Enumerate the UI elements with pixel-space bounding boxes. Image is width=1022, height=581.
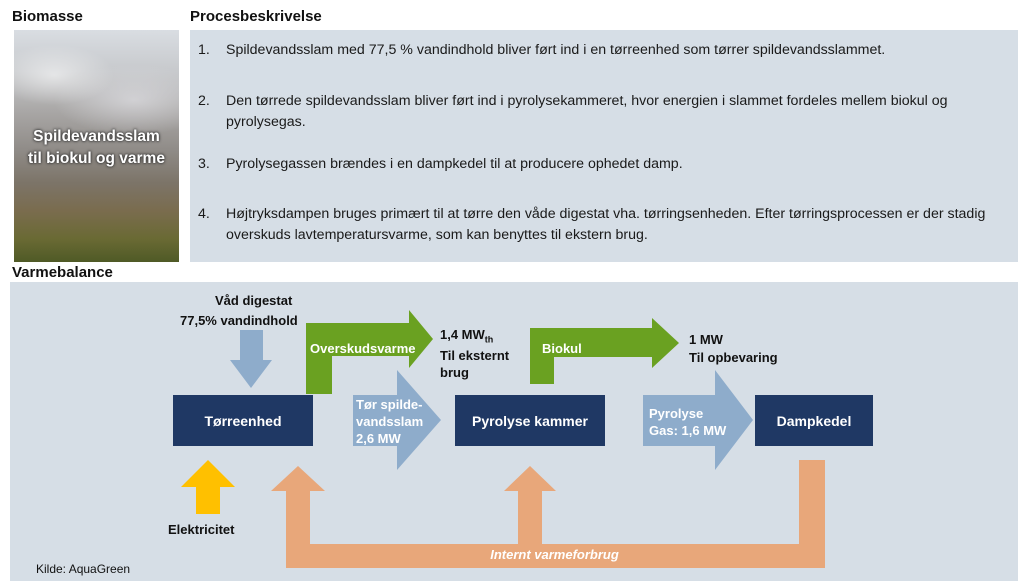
- step-text: Spildevandsslam med 77,5 % vandindhold b…: [226, 42, 886, 58]
- water-content-label: 77,5% vandindhold: [180, 313, 298, 328]
- excess-heat-label: Overskudsvarme: [310, 341, 416, 356]
- pyrolysis-gas-line1: Pyrolyse: [649, 406, 704, 421]
- procesbeskrivelse-heading: Procesbeskrivelse: [190, 8, 322, 25]
- excess-heat-mw: 1,4 MW: [440, 327, 485, 342]
- internal-heat-loop: [271, 460, 825, 568]
- biomasse-heading: Biomasse: [12, 8, 83, 25]
- dry-sludge-arrow: [353, 370, 441, 470]
- step-number: 2.: [198, 93, 210, 109]
- electricity-arrow: [181, 460, 235, 514]
- box-steam-boiler: Dampkedel: [755, 395, 873, 446]
- excess-heat-dest-1: Til eksternt: [440, 348, 510, 363]
- pyrolysis-gas-arrow: [643, 370, 753, 470]
- excess-heat-value: 1,4 MWth: [440, 326, 493, 349]
- excess-heat-arrow: [306, 310, 433, 394]
- source-label: Kilde: AquaGreen: [36, 562, 131, 576]
- dry-sludge-line1: Tør spilde-: [356, 397, 423, 412]
- process-description-panel: 1. Spildevandsslam med 77,5 % vandindhol…: [190, 30, 1018, 262]
- sludge-photo: Spildevandsslam til biokul og varme: [14, 30, 179, 262]
- wet-digestate-arrow: [230, 330, 272, 388]
- electricity-label: Elektricitet: [168, 522, 235, 537]
- step-text: Højtryksdampen bruges primært til at tør…: [226, 206, 986, 243]
- dry-sludge-line2: vandsslam: [356, 414, 424, 429]
- dry-sludge-line3: 2,6 MW: [356, 431, 401, 446]
- step-text: Pyrolysegassen brændes i en dampkedel ti…: [226, 156, 683, 172]
- box-dryer: Tørreenhed: [173, 395, 313, 446]
- excess-heat-dest-2: brug: [440, 365, 469, 380]
- photo-caption: Spildevandsslam til biokul og varme: [14, 126, 179, 170]
- pyrolysis-gas-line2: Gas: 1,6 MW: [649, 423, 727, 438]
- wet-digestate-line1: Våd digestat: [215, 293, 293, 308]
- photo-caption-line2: til biokul og varme: [28, 150, 165, 167]
- step-number: 4.: [198, 206, 210, 222]
- biochar-value: 1 MW: [689, 332, 723, 347]
- excess-heat-subscript: th: [484, 334, 494, 345]
- wet-digestate-label: Våd digestat: [215, 292, 292, 309]
- photo-caption-line1: Spildevandsslam: [33, 128, 160, 145]
- step-text: Den tørrede spildevandsslam bliver ført …: [226, 93, 948, 130]
- biochar-arrow: [530, 318, 679, 384]
- biochar-label: Biokul: [542, 341, 582, 356]
- step-number: 3.: [198, 156, 210, 172]
- internal-heat-label: Internt varmeforbrug: [490, 547, 619, 562]
- varmebalance-heading: Varmebalance: [12, 264, 113, 281]
- step-number: 1.: [198, 42, 210, 58]
- box-pyrolysis-chamber: Pyrolyse kammer: [455, 395, 605, 446]
- biochar-destination: Til opbevaring: [689, 350, 778, 365]
